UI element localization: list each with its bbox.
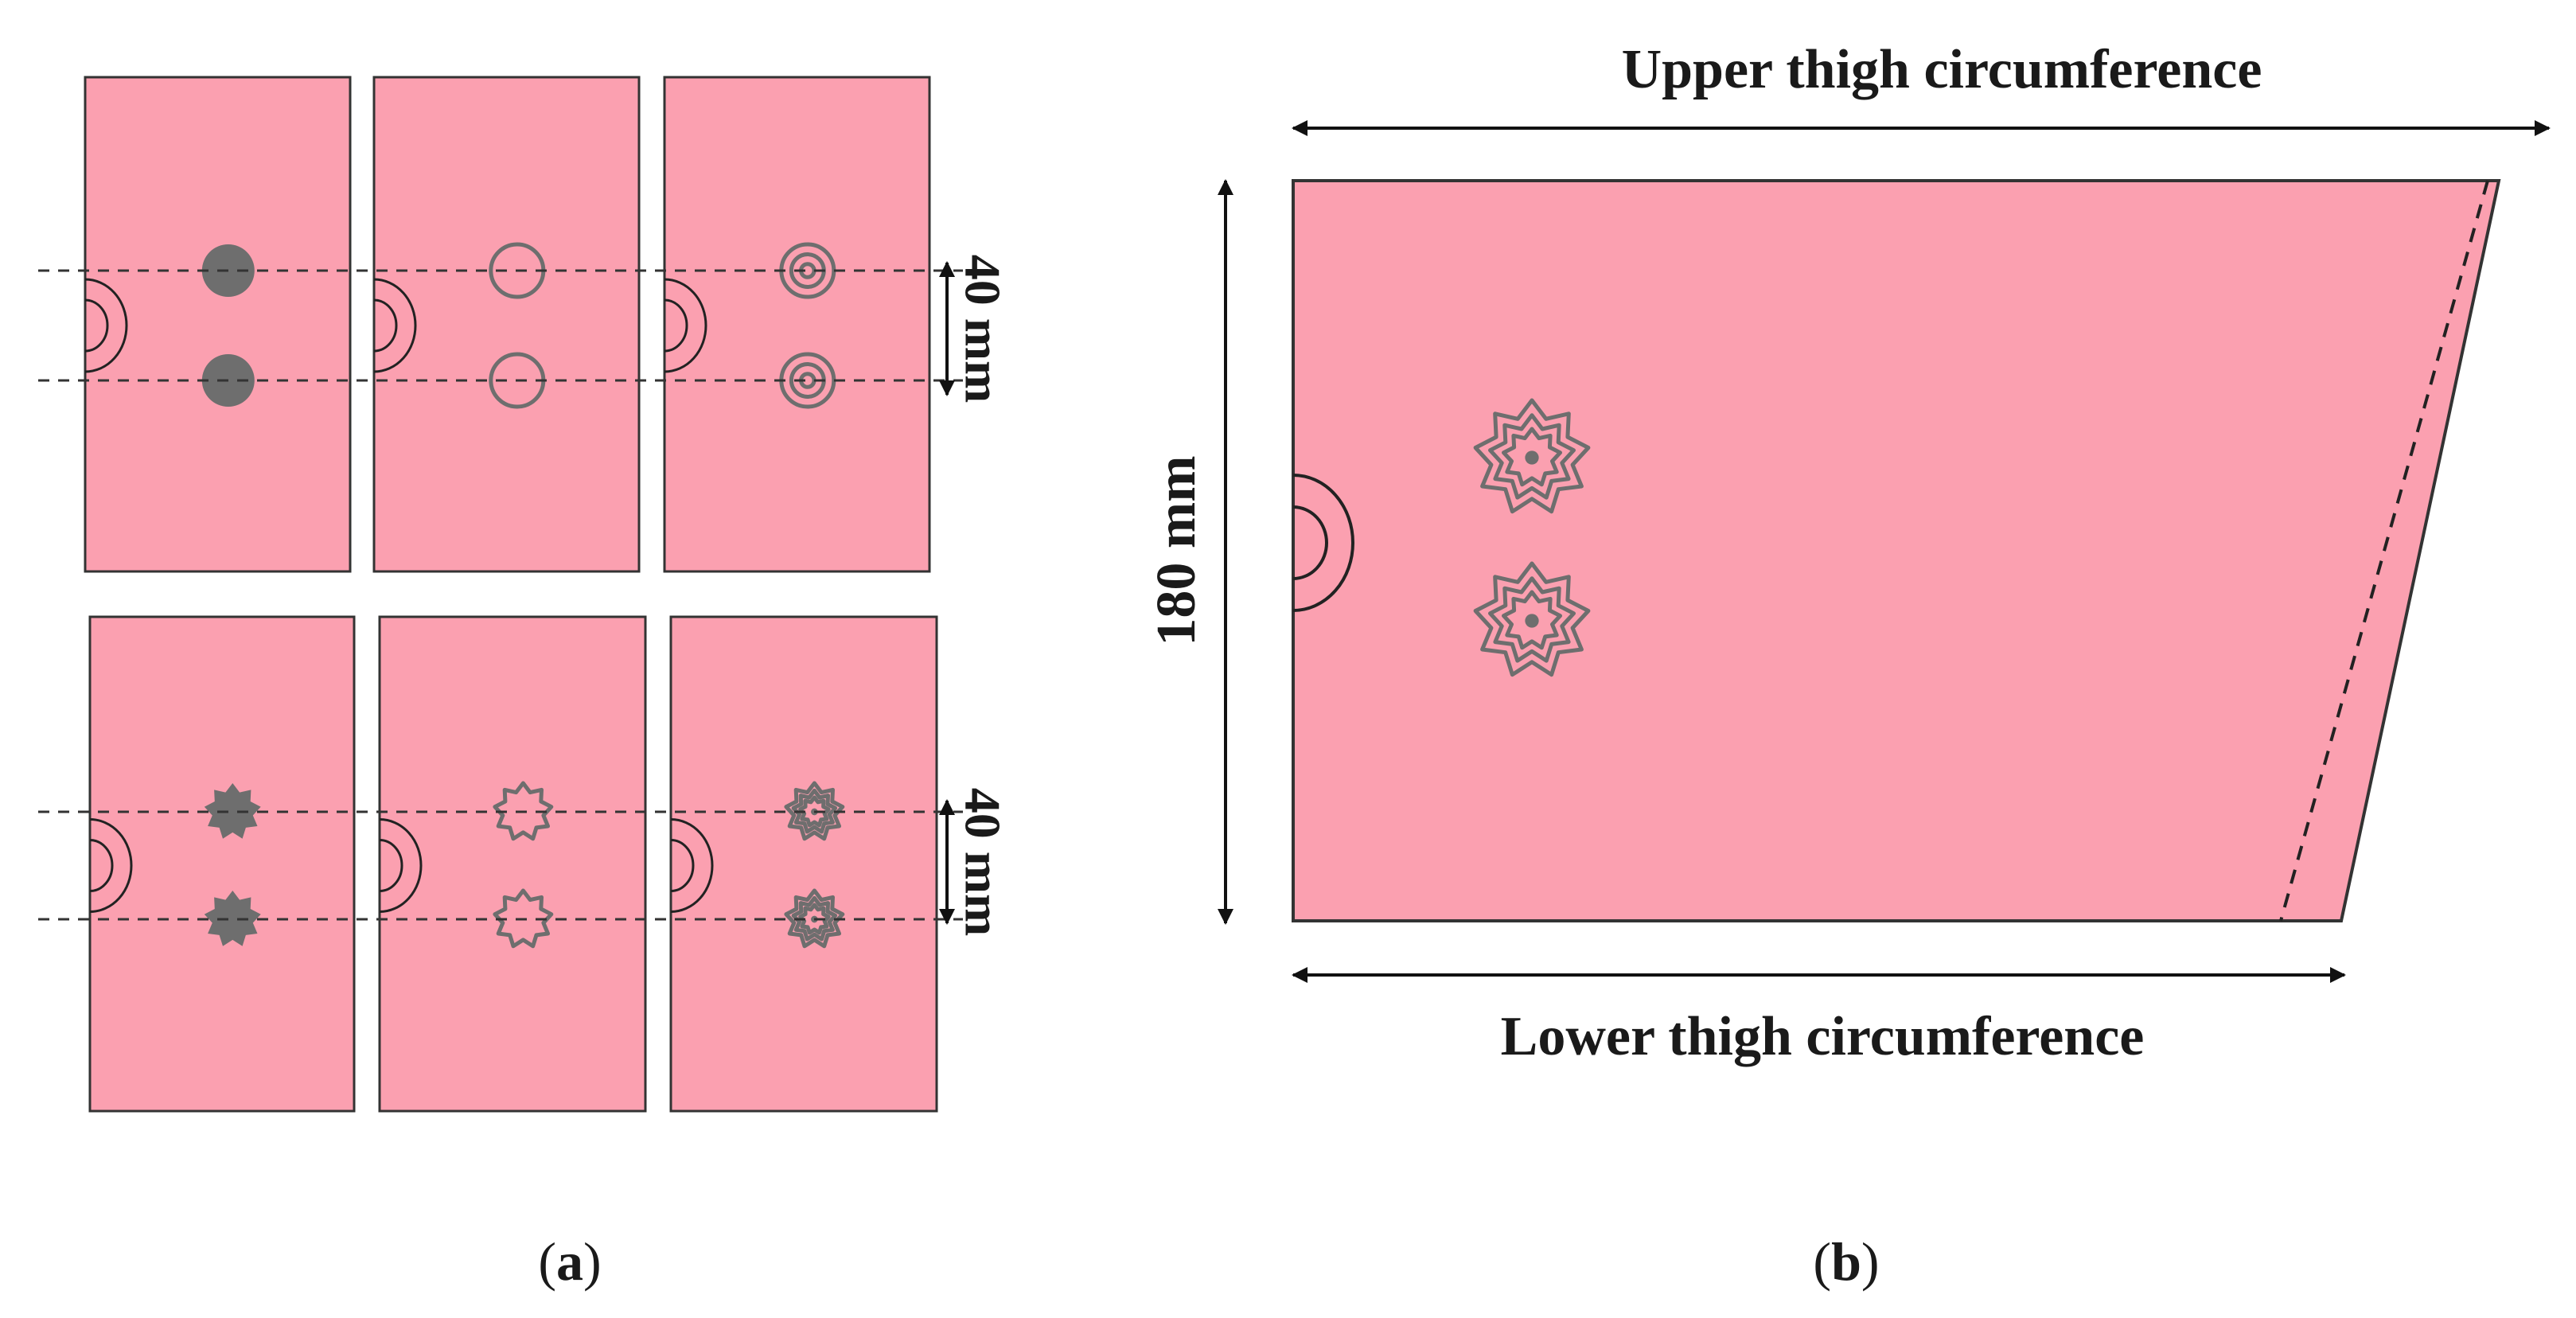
notch-arc-inner <box>89 839 114 892</box>
notch-arc-inner <box>664 298 688 353</box>
notch-arc-inner <box>379 839 403 892</box>
notch-arc-inner <box>373 298 398 353</box>
star-ring <box>1502 427 1562 487</box>
star-ring <box>784 781 845 841</box>
notch-arc-outer <box>664 278 707 373</box>
star-ring <box>1473 398 1591 514</box>
fabric-swatch <box>378 615 647 1113</box>
fabric-swatch <box>663 76 931 573</box>
swatch-star-filled <box>88 615 356 1113</box>
seam-allowance-line <box>2279 180 2489 922</box>
notch-arc-inner <box>1292 505 1328 580</box>
concentric-star-marker <box>784 781 845 841</box>
star-ring <box>1502 590 1562 650</box>
dimension-label-bottom: 40 mm <box>954 788 1011 937</box>
dimension-label-top: 40 mm <box>954 255 1011 404</box>
star-ring <box>1488 413 1576 500</box>
star-ring <box>791 895 838 942</box>
fabric-swatch <box>88 615 356 1113</box>
notch-arc-outer <box>1292 474 1354 612</box>
notch-arc-outer <box>379 818 423 913</box>
panel-a-row-circle <box>38 76 963 573</box>
star-center <box>1525 614 1539 628</box>
caption-a: (a) <box>538 1231 601 1292</box>
star-ring <box>1488 576 1576 663</box>
filled-star-marker <box>204 891 261 946</box>
marker-group <box>1473 398 1591 677</box>
notch-arc-outer <box>670 818 714 913</box>
fabric-swatch <box>372 76 641 573</box>
panel-b: Upper thigh circumference Lower thigh ci… <box>1146 39 2551 1067</box>
height-label: 180 mm <box>1146 455 1207 645</box>
upper-thigh-label: Upper thigh circumference <box>1622 39 2262 100</box>
notch-arc-inner <box>84 298 109 353</box>
star-ring <box>1473 561 1591 677</box>
concentric-star-marker <box>784 888 845 949</box>
outline-star-marker <box>493 781 554 841</box>
swatch-circle-outline <box>372 76 641 573</box>
dimension-marker-bottom: 40 mm <box>939 788 1011 937</box>
star-ring <box>798 903 831 935</box>
swatch-star-concentric <box>669 615 938 1113</box>
notch-arc-inner <box>670 839 695 892</box>
concentric-star-marker <box>1473 561 1591 677</box>
outline-star-marker <box>493 888 554 949</box>
swatch-circle-filled <box>84 76 352 573</box>
swatch-star-outline <box>378 615 647 1113</box>
star-center <box>1525 450 1539 465</box>
concentric-star-marker <box>1473 398 1591 514</box>
panel-a-row-star <box>38 615 963 1113</box>
star-ring <box>784 888 845 949</box>
fabric-swatch <box>84 76 352 573</box>
star-ring <box>798 795 831 828</box>
filled-star-marker <box>204 783 261 839</box>
lower-thigh-label: Lower thigh circumference <box>1501 1006 2145 1067</box>
notch-arc-outer <box>84 278 128 373</box>
dimension-marker-top: 40 mm <box>939 255 1011 404</box>
caption-b: (b) <box>1813 1231 1879 1292</box>
panel-a <box>38 76 963 1113</box>
thigh-pattern-piece <box>1292 179 2501 922</box>
notch-arc-outer <box>373 278 417 373</box>
notch-arc-outer <box>89 818 133 913</box>
star-ring <box>791 788 838 834</box>
swatch-circle-concentric <box>663 76 931 573</box>
fabric-swatch <box>669 615 938 1113</box>
